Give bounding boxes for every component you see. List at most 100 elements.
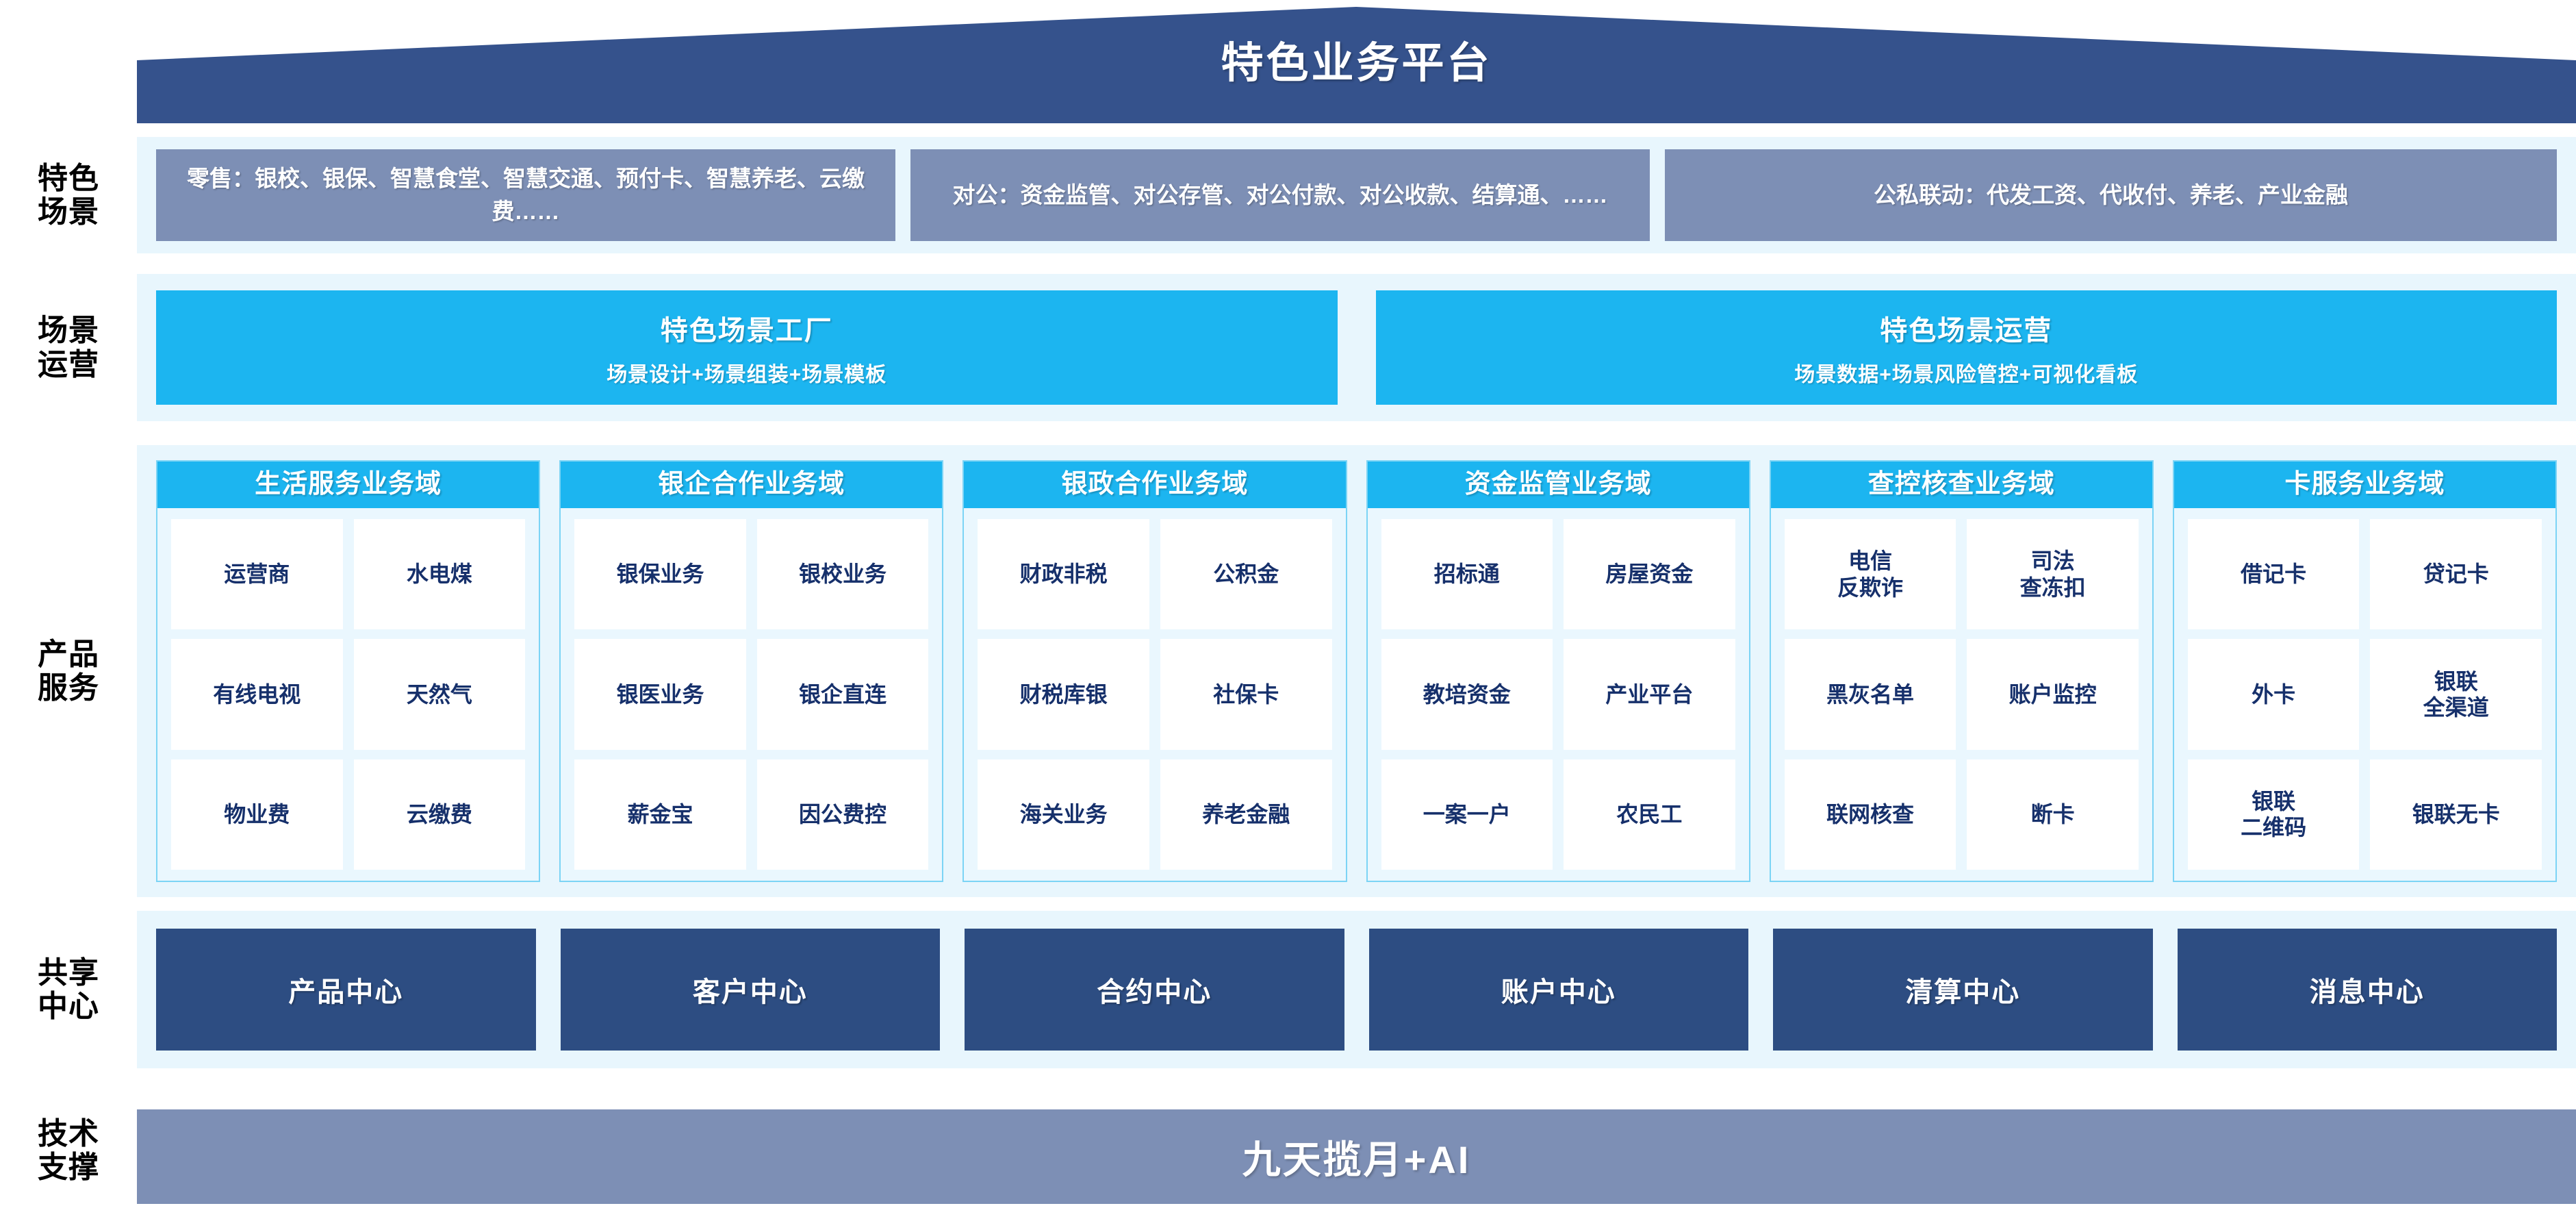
scenario-box-corporate[interactable]: 对公：资金监管、对公存管、对公付款、对公收款、结算通、……	[910, 149, 1650, 241]
operation-box-operations[interactable]: 特色场景运营 场景数据+场景风险管控+可视化看板	[1375, 290, 2557, 405]
domain-cell-row: 招标通 房屋资金	[1381, 519, 1735, 630]
domain-cell[interactable]: 一案一户	[1381, 759, 1553, 870]
shared-center-panel: 产品中心 客户中心 合约中心 账户中心 清算中心 消息中心	[137, 911, 2576, 1068]
domain-title: 银企合作业务域	[561, 462, 943, 508]
domain-cell[interactable]: 运营商	[171, 519, 343, 630]
domain-cell-row: 外卡 银联 全渠道	[2187, 639, 2542, 750]
shared-center-product[interactable]: 产品中心	[156, 929, 536, 1051]
row-label-operation-line2: 运营	[38, 347, 99, 381]
domain-column-fund-supervision[interactable]: 资金监管业务域 招标通 房屋资金 教培资金 产业平台 一案一户 农民工	[1366, 460, 1750, 882]
domain-cell[interactable]: 社保卡	[1160, 639, 1332, 750]
shared-center-message[interactable]: 消息中心	[2177, 929, 2557, 1051]
operation-box-factory[interactable]: 特色场景工厂 场景设计+场景组装+场景模板	[156, 290, 1338, 405]
domain-cell[interactable]: 房屋资金	[1564, 519, 1735, 630]
domain-cell[interactable]: 银联 全渠道	[2370, 639, 2542, 750]
domain-cell[interactable]: 养老金融	[1160, 759, 1332, 870]
domain-title: 银政合作业务域	[964, 462, 1346, 508]
domain-column-bank-enterprise[interactable]: 银企合作业务域 银保业务 银校业务 银医业务 银企直连 薪金宝 因公费控	[559, 460, 944, 882]
row-label-shared-line2: 中心	[38, 990, 99, 1023]
domain-cell[interactable]: 有线电视	[171, 639, 343, 750]
domain-cell[interactable]: 公积金	[1160, 519, 1332, 630]
domain-column-card-service[interactable]: 卡服务业务域 借记卡 贷记卡 外卡 银联 全渠道 银联 二维码 银联无卡	[2172, 460, 2558, 882]
domain-cell[interactable]: 云缴费	[353, 759, 526, 870]
tech-support-panel: 九天揽月+AI	[137, 1082, 2576, 1219]
scenario-box-linkage[interactable]: 公私联动：代发工资、代收付、养老、产业金融	[1665, 149, 2557, 241]
shared-center-settlement[interactable]: 清算中心	[1773, 929, 2153, 1051]
scenario-box-retail[interactable]: 零售：银校、银保、智慧食堂、智慧交通、预付卡、智慧养老、云缴费……	[156, 149, 895, 241]
domain-cell-row: 银联 二维码 银联无卡	[2187, 759, 2542, 870]
domain-cell[interactable]: 联网核查	[1784, 759, 1956, 870]
scenario-panel: 零售：银校、银保、智慧食堂、智慧交通、预付卡、智慧养老、云缴费…… 对公：资金监…	[137, 137, 2576, 253]
domain-cell[interactable]: 海关业务	[978, 759, 1149, 870]
domain-cell-row: 运营商 水电煤	[171, 519, 526, 630]
row-product-service: 产品 服务 生活服务业务域 运营商 水电煤 有线电视 天然气 物业费	[0, 445, 2576, 897]
operation-operations-title: 特色场景运营	[1880, 315, 2053, 346]
domain-cell[interactable]: 司法 查冻扣	[1967, 519, 2139, 630]
domain-cell[interactable]: 断卡	[1967, 759, 2139, 870]
domain-title: 查控核查业务域	[1770, 462, 2152, 508]
domain-cell[interactable]: 财政非税	[978, 519, 1149, 630]
domain-cell[interactable]: 外卡	[2187, 639, 2360, 750]
domain-cell[interactable]: 产业平台	[1564, 639, 1735, 750]
domain-title: 生活服务业务域	[157, 462, 539, 508]
domain-cell[interactable]: 物业费	[171, 759, 343, 870]
row-label-scenario-line1: 特色	[38, 161, 99, 195]
domain-cell-row: 海关业务 养老金融	[978, 759, 1332, 870]
platform-roof: 特色业务平台	[137, 7, 2576, 134]
row-operation: 场景 运营 特色场景工厂 场景设计+场景组装+场景模板 特色场景运营 场景数据+…	[0, 274, 2576, 421]
product-panel: 生活服务业务域 运营商 水电煤 有线电视 天然气 物业费 云缴费	[137, 445, 2576, 897]
row-label-product-line2: 服务	[38, 671, 99, 705]
domain-cell[interactable]: 教培资金	[1381, 639, 1553, 750]
domain-cell[interactable]: 银联无卡	[2370, 759, 2542, 870]
domain-cell-row: 银保业务 银校业务	[574, 519, 929, 630]
domain-cell[interactable]: 银保业务	[574, 519, 746, 630]
row-label-operation: 场景 运营	[0, 274, 137, 421]
domain-cell[interactable]: 天然气	[353, 639, 526, 750]
domain-cells: 招标通 房屋资金 教培资金 产业平台 一案一户 农民工	[1368, 508, 1749, 881]
domain-column-life-service[interactable]: 生活服务业务域 运营商 水电煤 有线电视 天然气 物业费 云缴费	[156, 460, 541, 882]
shared-center-contract[interactable]: 合约中心	[965, 929, 1344, 1051]
domain-cells: 银保业务 银校业务 银医业务 银企直连 薪金宝 因公费控	[561, 508, 942, 881]
domain-column-investigation[interactable]: 查控核查业务域 电信 反欺诈 司法 查冻扣 黑灰名单 账户监控 联网核查 断卡	[1769, 460, 2154, 882]
domain-cell[interactable]: 农民工	[1564, 759, 1735, 870]
domain-cell[interactable]: 财税库银	[978, 639, 1149, 750]
domain-cell[interactable]: 因公费控	[756, 759, 929, 870]
row-scenario: 特色 场景 零售：银校、银保、智慧食堂、智慧交通、预付卡、智慧养老、云缴费…… …	[0, 137, 2576, 253]
domain-cells: 借记卡 贷记卡 外卡 银联 全渠道 银联 二维码 银联无卡	[2174, 508, 2555, 881]
operation-factory-subtitle: 场景设计+场景组装+场景模板	[607, 363, 887, 386]
domain-cell[interactable]: 黑灰名单	[1784, 639, 1956, 750]
operation-factory-title: 特色场景工厂	[660, 315, 833, 346]
domain-cell-row: 黑灰名单 账户监控	[1784, 639, 2139, 750]
row-label-tech-line2: 支撑	[38, 1151, 99, 1184]
operation-operations-subtitle: 场景数据+场景风险管控+可视化看板	[1794, 363, 2139, 386]
row-tech-support: 技术 支撑 九天揽月+AI	[0, 1082, 2576, 1219]
row-label-tech-line1: 技术	[38, 1116, 99, 1151]
domain-cell-row: 银医业务 银企直连	[574, 639, 929, 750]
domain-cell-row: 电信 反欺诈 司法 查冻扣	[1784, 519, 2139, 630]
domain-cell-row: 薪金宝 因公费控	[574, 759, 929, 870]
row-label-shared: 共享 中心	[0, 911, 137, 1068]
domain-cell-row: 财税库银 社保卡	[978, 639, 1332, 750]
row-label-product: 产品 服务	[0, 445, 137, 897]
domain-cell[interactable]: 银医业务	[574, 639, 746, 750]
domain-cell-row: 有线电视 天然气	[171, 639, 526, 750]
tech-support-bar[interactable]: 九天揽月+AI	[137, 1109, 2576, 1204]
domain-cell[interactable]: 电信 反欺诈	[1784, 519, 1956, 630]
domain-cell[interactable]: 薪金宝	[574, 759, 746, 870]
domain-column-bank-government[interactable]: 银政合作业务域 财政非税 公积金 财税库银 社保卡 海关业务 养老金融	[962, 460, 1347, 882]
domain-cell[interactable]: 银企直连	[756, 639, 929, 750]
domain-cell[interactable]: 银校业务	[756, 519, 929, 630]
shared-center-account[interactable]: 账户中心	[1368, 929, 1748, 1051]
domain-cell[interactable]: 银联 二维码	[2187, 759, 2360, 870]
shared-center-customer[interactable]: 客户中心	[560, 929, 940, 1051]
domain-cell[interactable]: 水电煤	[353, 519, 526, 630]
domain-cell[interactable]: 招标通	[1381, 519, 1553, 630]
page-title: 特色业务平台	[1221, 40, 1492, 87]
row-label-scenario: 特色 场景	[0, 137, 137, 253]
roof-shape	[137, 7, 2576, 123]
row-label-product-line1: 产品	[38, 637, 99, 671]
domain-cell[interactable]: 贷记卡	[2370, 519, 2542, 630]
domain-cell[interactable]: 借记卡	[2187, 519, 2360, 630]
domain-cell[interactable]: 账户监控	[1967, 639, 2139, 750]
